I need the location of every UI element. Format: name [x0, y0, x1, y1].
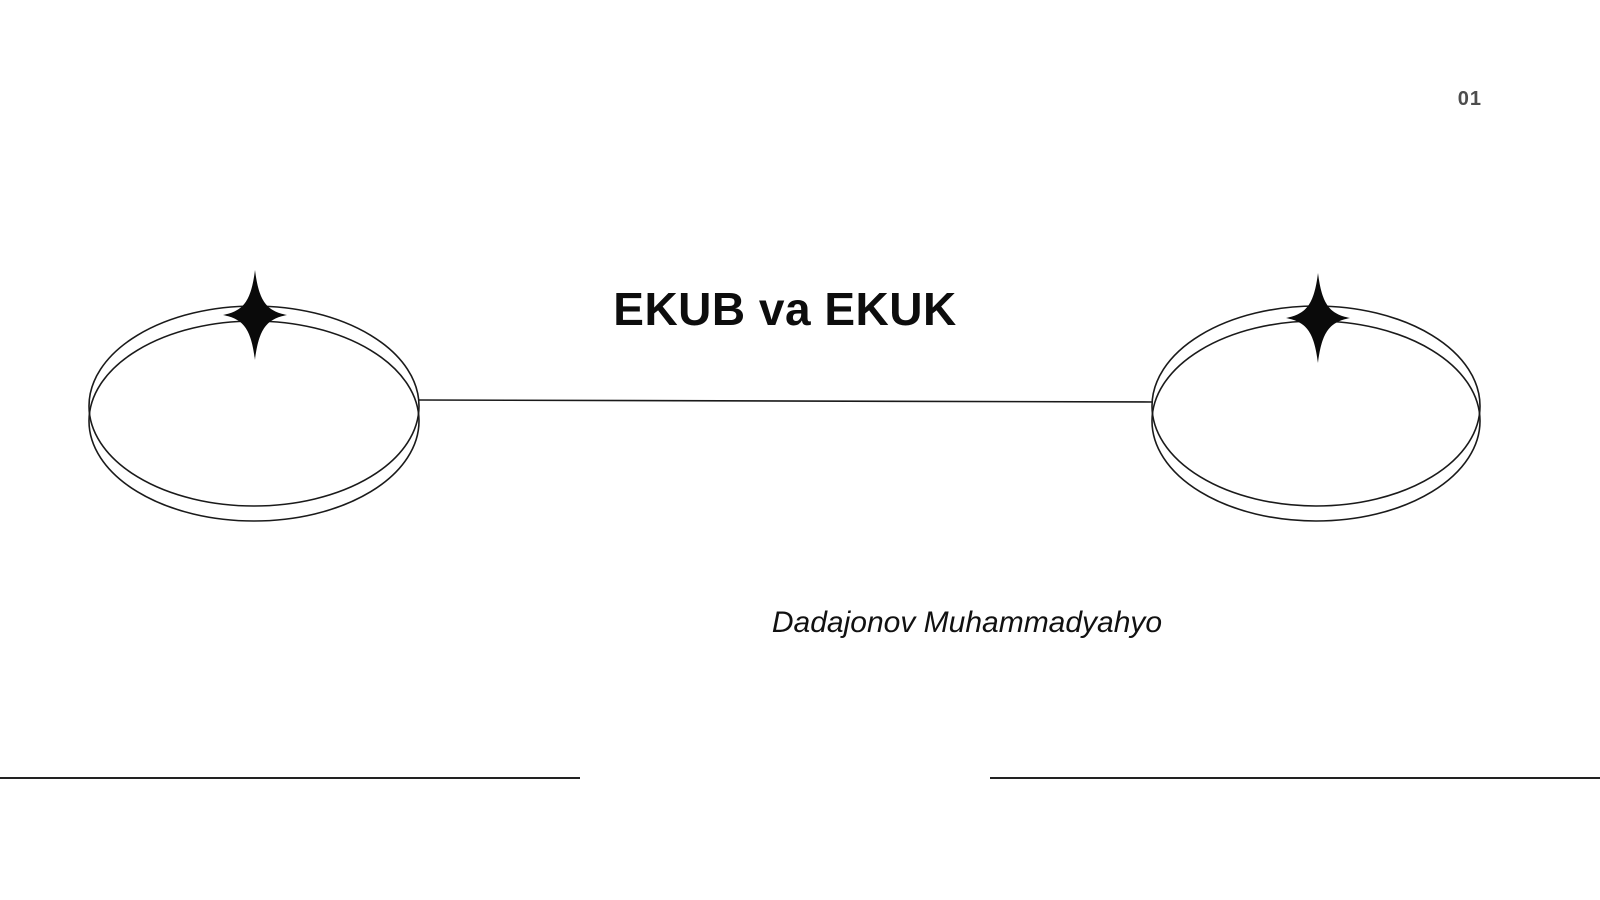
connector-line: [417, 399, 1153, 403]
left-sparkle-icon: [223, 270, 287, 360]
author-name: Dadajonov Muhammadyahyo: [771, 606, 1163, 639]
right-sparkle-icon: [1286, 273, 1350, 363]
slide-title: EKUB va EKUK: [613, 283, 957, 335]
page-number: 01: [1457, 88, 1482, 110]
